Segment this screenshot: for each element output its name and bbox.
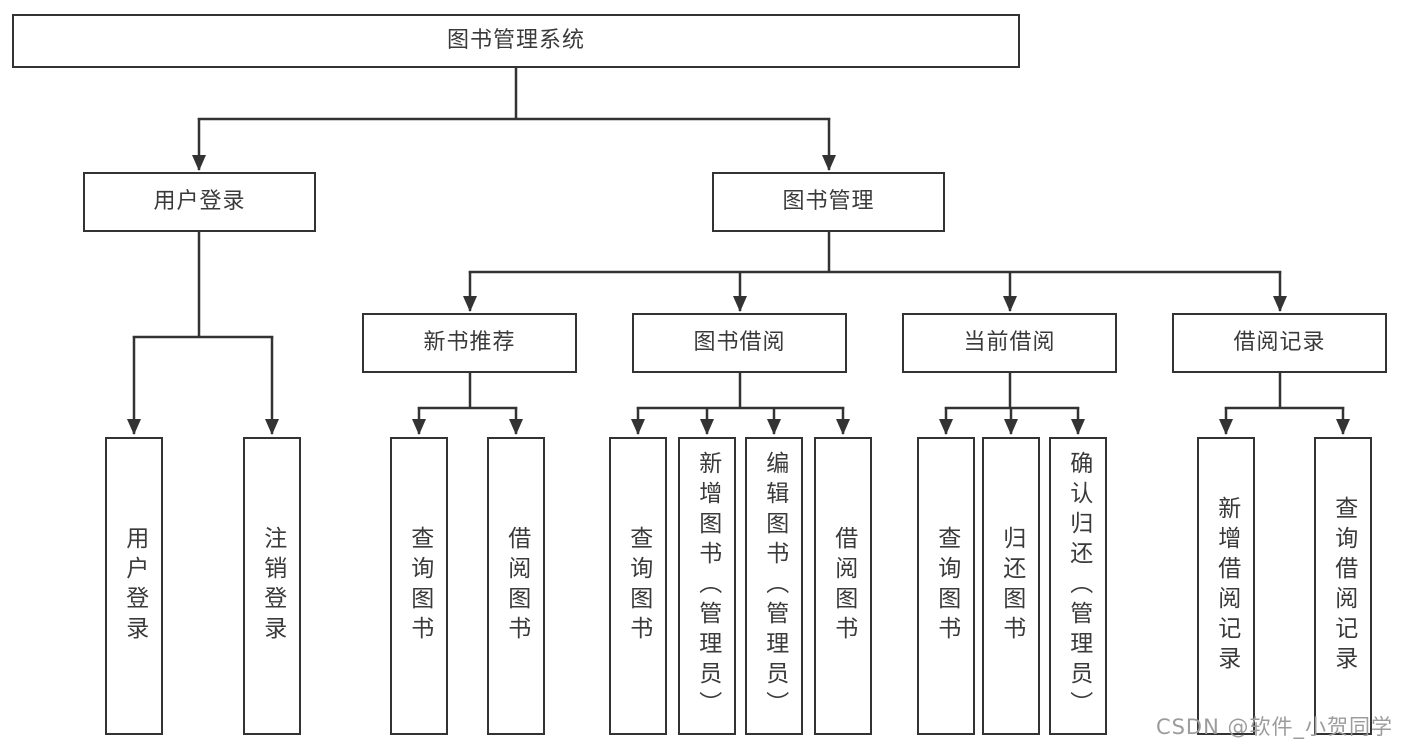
leaf-query-borrow-record: 查询借阅记录 <box>1314 437 1372 735</box>
node-library-system: 图书管理系统 <box>12 14 1020 68</box>
leaf-user-login: 用户登录 <box>105 437 163 735</box>
leaf-borrow-books: 借阅图书 <box>814 437 872 735</box>
leaf-logout: 注销登录 <box>243 437 301 735</box>
leaf-query-books-borrow: 查询图书 <box>609 437 667 735</box>
node-new-book-recommend: 新书推荐 <box>362 313 577 373</box>
csdn-watermark: CSDN @软件_小贺同学 <box>1155 715 1393 739</box>
node-current-borrow: 当前借阅 <box>902 313 1117 373</box>
leaf-query-books-current: 查询图书 <box>917 437 975 735</box>
leaf-query-books-recommend: 查询图书 <box>390 437 448 735</box>
leaf-edit-book-admin: 编辑图书（管理员） <box>745 437 803 735</box>
leaf-return-book: 归还图书 <box>982 437 1040 735</box>
leaf-add-book-admin: 新增图书（管理员） <box>678 437 736 735</box>
leaf-add-borrow-record: 新增借阅记录 <box>1197 437 1255 735</box>
leaf-borrow-books-recommend: 借阅图书 <box>487 437 545 735</box>
node-user-login: 用户登录 <box>83 172 316 232</box>
node-borrow-records: 借阅记录 <box>1172 313 1387 373</box>
edge-group <box>127 68 1350 435</box>
node-book-management: 图书管理 <box>712 172 945 232</box>
leaf-confirm-return-admin: 确认归还（管理员） <box>1049 437 1107 735</box>
node-book-borrow: 图书借阅 <box>632 313 847 373</box>
